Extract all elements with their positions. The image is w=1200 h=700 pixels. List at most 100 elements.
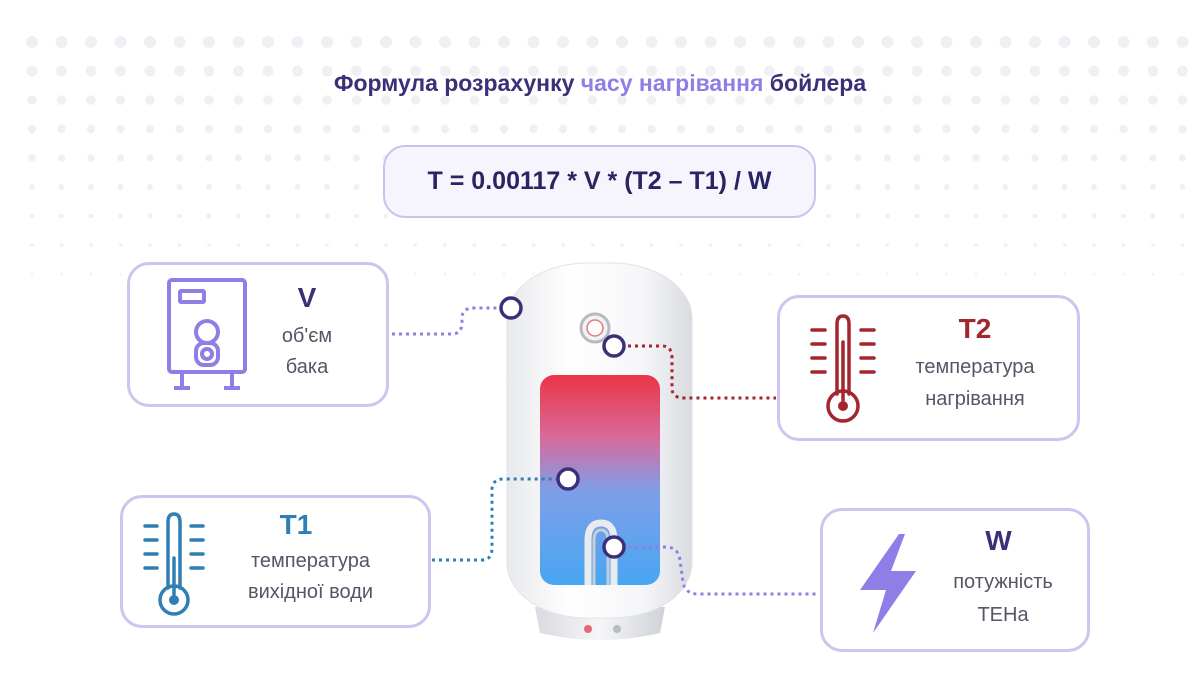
background-dot: [912, 95, 922, 105]
background-dot: [588, 124, 597, 134]
background-dot: [56, 95, 67, 105]
background-dot: [679, 272, 683, 276]
background-dot: [498, 65, 510, 77]
background-dot: [324, 213, 330, 219]
background-dot: [380, 65, 392, 77]
background-dot: [352, 154, 361, 162]
background-dot: [1002, 184, 1009, 190]
background-dot: [60, 272, 63, 276]
param-desc-w-line1: потужність: [953, 571, 1053, 593]
background-dot: [174, 65, 185, 77]
connector-w: [614, 545, 818, 596]
background-dot: [1118, 95, 1129, 105]
background-dot: [263, 124, 273, 134]
background-dot: [705, 95, 716, 105]
lightning-bolt-icon: [860, 534, 916, 633]
background-dot: [1000, 65, 1011, 77]
background-dot: [207, 243, 211, 247]
background-dot: [1147, 65, 1159, 77]
background-dot: [1061, 184, 1068, 190]
background-dot: [854, 154, 862, 162]
background-dot: [381, 124, 391, 134]
background-dot: [972, 154, 980, 162]
background-dot: [469, 65, 480, 77]
background-dot: [528, 95, 539, 105]
background-dot: [885, 213, 890, 219]
background-dot: [886, 272, 889, 276]
background-dot: [912, 124, 922, 134]
title-part-2: бойлера: [763, 70, 867, 96]
background-dot: [824, 124, 833, 134]
background-dot: [262, 36, 274, 48]
background-dot: [469, 95, 480, 105]
background-dot: [794, 124, 804, 134]
background-dot: [856, 272, 860, 276]
background-dot: [145, 124, 155, 134]
background-dot: [26, 36, 38, 48]
background-dot: [473, 272, 476, 276]
marker-w: [602, 535, 626, 559]
background-dot: [1091, 184, 1097, 190]
background-dot: [885, 243, 890, 247]
background-dot: [1004, 272, 1007, 276]
background-dot: [266, 243, 270, 247]
background-dot: [649, 243, 654, 247]
background-dot: [265, 184, 271, 190]
background-dot: [57, 124, 66, 134]
background-dot: [292, 95, 303, 105]
background-dot: [676, 124, 686, 134]
background-dot: [943, 184, 950, 190]
background-dot: [322, 95, 332, 105]
background-dot: [705, 65, 716, 77]
background-dot: [499, 124, 509, 134]
background-dot: [1032, 184, 1038, 190]
background-dot: [144, 65, 156, 77]
background-dot: [527, 36, 540, 48]
title-part-1: Формула розрахунку: [333, 70, 581, 96]
background-dot: [1029, 65, 1041, 77]
background-dot: [117, 184, 124, 190]
background-dot: [765, 124, 774, 134]
background-dot: [824, 154, 833, 162]
param-desc-t2-line1: температура: [915, 356, 1035, 378]
background-dot: [443, 272, 447, 276]
background-dot: [265, 213, 271, 219]
background-dot: [293, 124, 302, 134]
background-dot: [764, 65, 775, 77]
background-dot: [944, 243, 949, 247]
background-dot: [1148, 124, 1158, 134]
background-dot: [882, 65, 893, 77]
background-dot: [823, 95, 834, 105]
background-dot: [764, 95, 775, 105]
background-dot: [177, 243, 182, 247]
background-dot: [853, 124, 863, 134]
background-dot: [1121, 243, 1126, 247]
background-dot: [204, 124, 214, 134]
background-dot: [291, 36, 304, 48]
background-dot: [970, 36, 982, 48]
background-dot: [321, 65, 333, 77]
marker-t1: [556, 467, 580, 491]
background-dot: [86, 95, 96, 105]
background-dot: [942, 124, 951, 134]
background-dot: [262, 65, 274, 77]
background-dot: [30, 272, 34, 276]
background-dot: [586, 36, 599, 48]
background-dot: [1033, 243, 1037, 247]
background-dot: [88, 184, 94, 190]
background-dot: [1151, 272, 1155, 276]
background-dot: [734, 65, 746, 77]
background-dot: [1150, 184, 1156, 190]
background-dot: [558, 124, 568, 134]
background-dot: [557, 65, 569, 77]
background-dot: [734, 36, 746, 48]
background-dot: [941, 95, 952, 105]
background-dot: [971, 124, 981, 134]
background-dot: [1179, 184, 1186, 190]
background-dot: [57, 154, 66, 162]
background-dot: [911, 36, 923, 48]
param-desc-v-line2: бака: [285, 356, 329, 378]
background-dot: [409, 36, 422, 48]
background-dot: [115, 95, 126, 105]
